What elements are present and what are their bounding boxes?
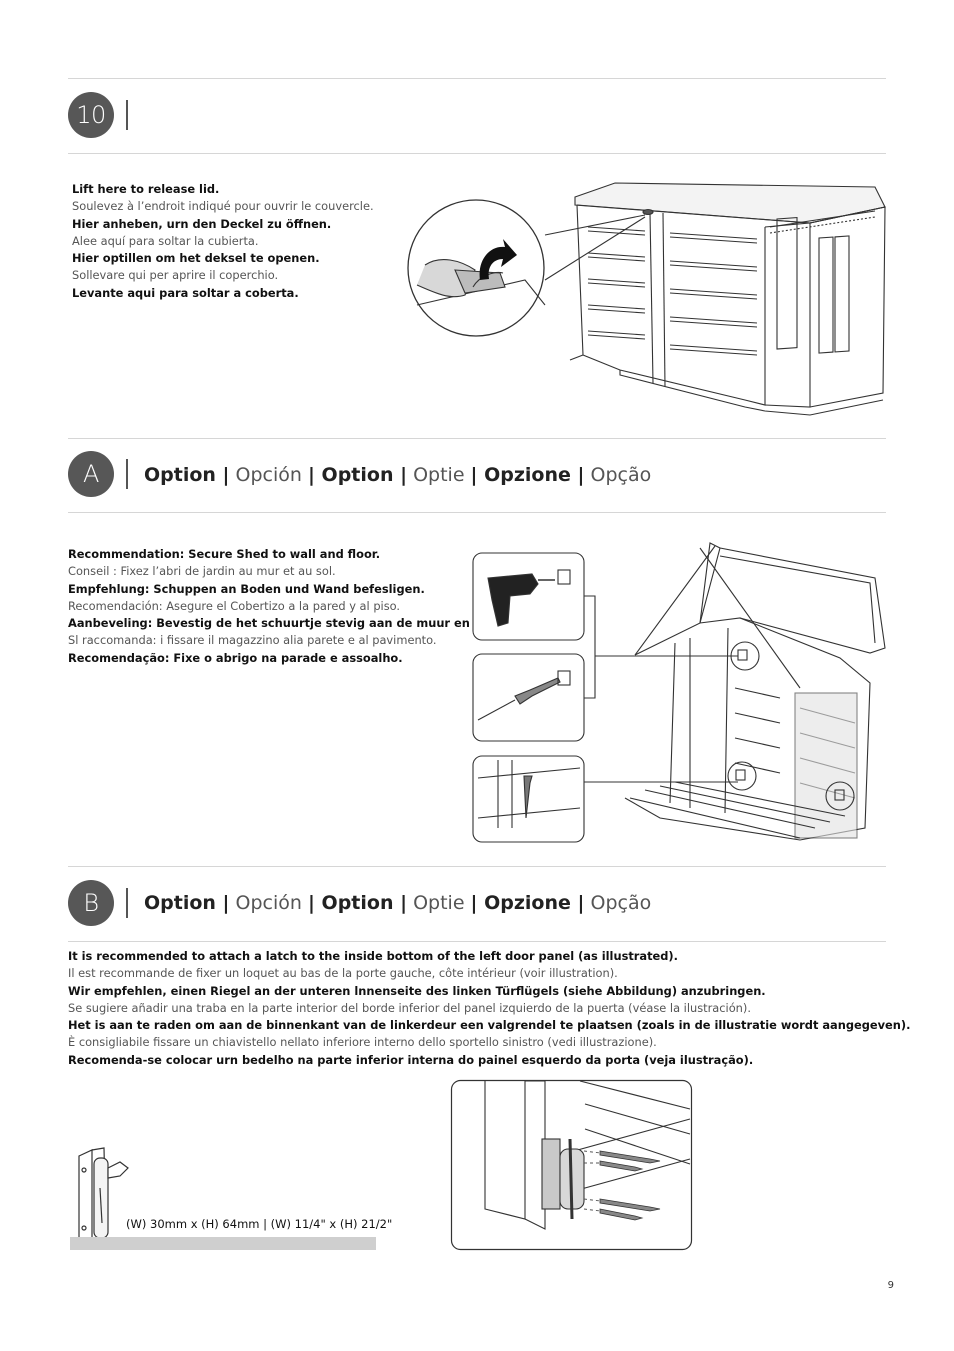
dimension-bar [70, 1237, 376, 1250]
step-10-instructions: Lift here to release lid. Soulevez à l’e… [72, 181, 374, 302]
section-b-title: Option | Opción | Option | Optie | Opzio… [144, 892, 651, 914]
instruction-line: Hier optillen om het deksel te openen. [72, 251, 320, 266]
instruction-line: Sollevare qui per aprire il coperchio. [72, 268, 279, 283]
step-number: 10 [76, 101, 106, 129]
section-letter: A [83, 460, 99, 488]
instruction-line: Levante aqui para soltar a coberta. [72, 285, 299, 300]
step-number-badge: 10 [68, 92, 114, 138]
title-part: Option | [144, 464, 230, 486]
title-part: Option | [144, 892, 230, 914]
divider [68, 438, 886, 439]
section-a-instructions: Recommendation: Secure Shed to wall and … [68, 546, 529, 667]
instruction-line: Recommendation: Secure Shed to wall and … [68, 547, 381, 561]
section-b-instructions: It is recommended to attach a latch to t… [68, 948, 910, 1069]
header-separator [126, 459, 128, 489]
title-part: | Opzione | [470, 464, 585, 486]
instruction-line: It is recommended to attach a latch to t… [68, 949, 678, 963]
instruction-line: Alee aquí para soltar la cubierta. [72, 233, 259, 248]
divider [68, 866, 886, 867]
instruction-line: Hier anheben, urn den Deckel zu öffnen. [72, 216, 332, 231]
instruction-line: Soulevez à l’endroit indiqué pour ouvrir… [72, 199, 374, 214]
latch-installation-illustration [450, 1079, 693, 1251]
instruction-line: Il est recommande de fixer un loquet au … [68, 966, 618, 981]
title-part: Optie [407, 892, 471, 914]
lid-release-illustration [407, 182, 886, 416]
divider [68, 941, 886, 942]
instruction-line: Se sugiere añadir una traba en la parte … [68, 1000, 751, 1015]
section-letter: B [83, 889, 99, 917]
instruction-line: Recomendación: Asegure el Cobertizo a la… [68, 598, 401, 613]
latch-dimensions: (W) 30mm x (H) 64mm | (W) 11/4" x (H) 21… [126, 1217, 393, 1231]
instruction-line: Recomendação: Fixe o abrigo na parade e … [68, 650, 403, 665]
divider [68, 512, 886, 513]
title-part: | Opzione | [470, 892, 585, 914]
instruction-line: Wir empfehlen, einen Riegel an der unter… [68, 983, 766, 998]
instruction-line: Aanbeveling: Bevestig de het schuurtje s… [68, 616, 529, 631]
section-letter-badge: B [68, 880, 114, 926]
latch-part-illustration [78, 1147, 129, 1245]
instruction-line: Empfehlung: Schuppen an Boden und Wand b… [68, 581, 425, 596]
title-part: Opción [229, 464, 308, 486]
page-number: 9 [887, 1280, 894, 1291]
title-part: Optie [407, 464, 471, 486]
divider [68, 78, 886, 79]
instruction-line: È consigliabile fissare un chiavistello … [68, 1035, 657, 1050]
header-separator [126, 888, 128, 918]
title-part: | Option | [307, 464, 408, 486]
instruction-line: Het is aan te raden om aan de binnenkant… [68, 1018, 911, 1033]
anchoring-illustration [472, 542, 886, 843]
section-a-title: Option | Opción | Option | Optie | Opzio… [144, 464, 651, 486]
title-part: Opción [229, 892, 308, 914]
instruction-line: Sl raccomanda: i fissare il magazzino al… [68, 633, 437, 648]
divider [68, 153, 886, 154]
header-separator [126, 100, 128, 130]
instruction-line: Recomenda-se colocar urn bedelho na part… [68, 1052, 754, 1067]
title-part: Opção [584, 464, 652, 486]
title-part: Opção [584, 892, 652, 914]
title-part: | Option | [307, 892, 408, 914]
instruction-line: Conseil : Fixez l’abri de jardin au mur … [68, 564, 336, 579]
section-letter-badge: A [68, 451, 114, 497]
instruction-line: Lift here to release lid. [72, 182, 220, 196]
